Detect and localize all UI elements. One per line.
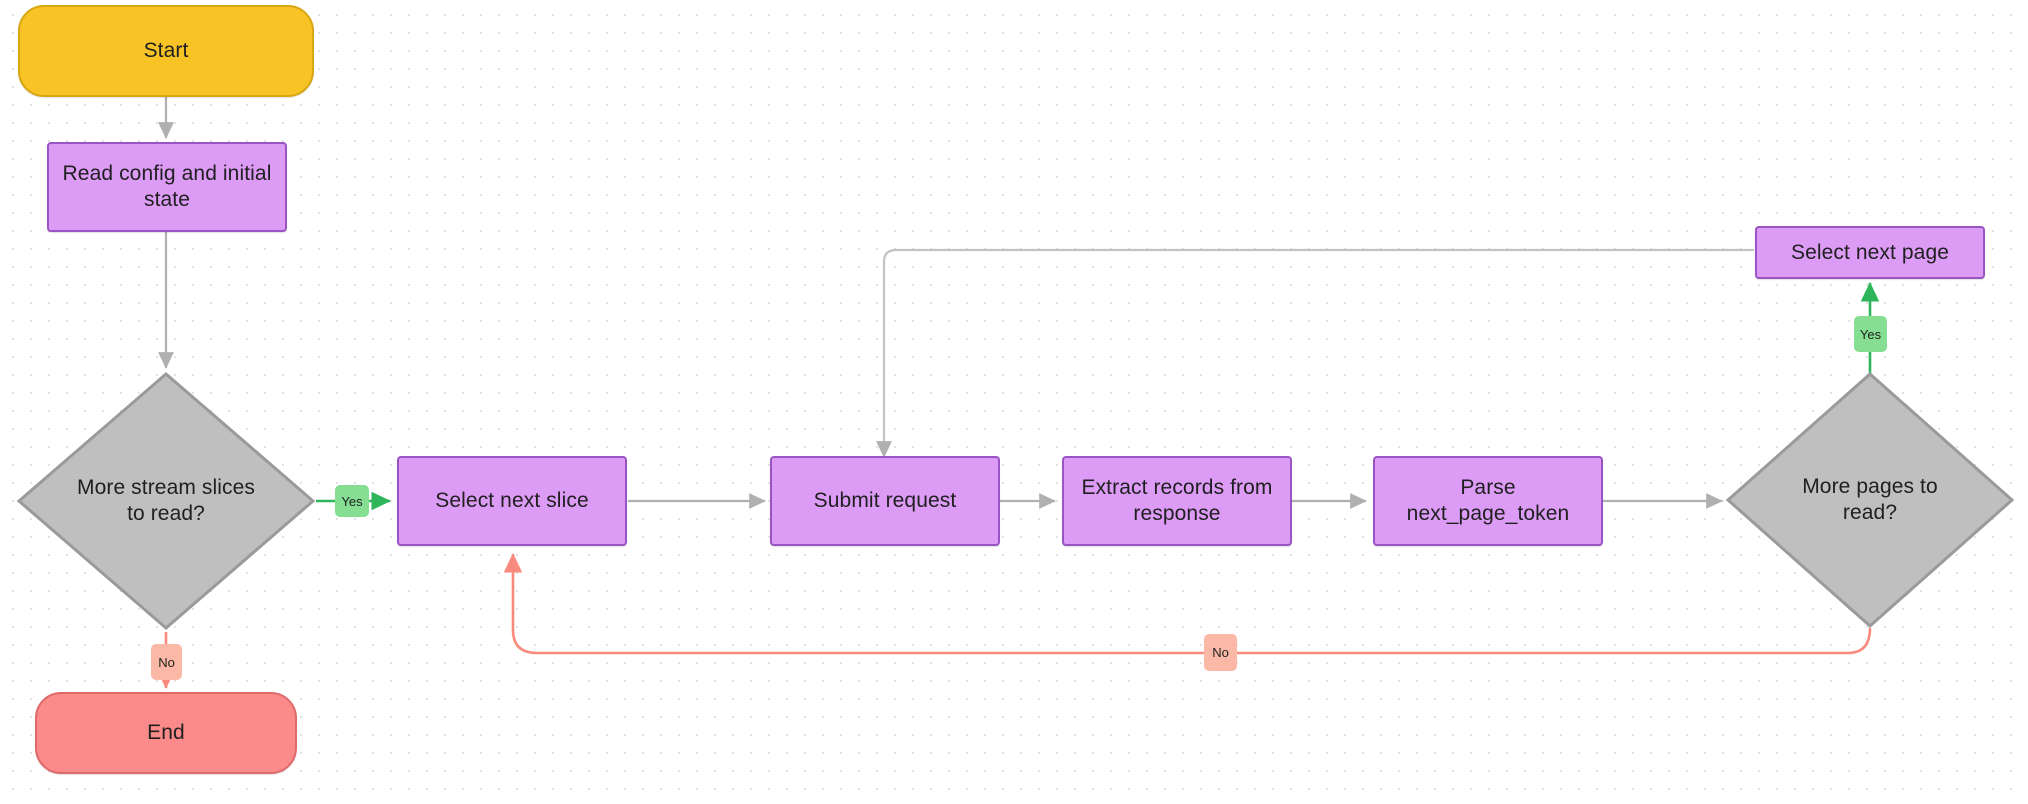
node-select-next-slice-label: Select next slice	[435, 489, 589, 513]
edge-more-pages-no-to-select-slice	[503, 552, 1872, 655]
diamond-shape	[16, 372, 316, 630]
node-parse-next-page-token[interactable]: Parse next_page_token	[1373, 456, 1603, 546]
edge-select-page-to-submit	[876, 248, 1754, 458]
node-select-next-slice[interactable]: Select next slice	[397, 456, 627, 546]
edge-label-pages-no-text: No	[1212, 645, 1229, 660]
edge-label-pages-no: No	[1204, 634, 1237, 671]
node-end[interactable]: End	[35, 692, 297, 774]
edge-label-pages-yes-text: Yes	[1859, 326, 1882, 342]
node-submit-request-label: Submit request	[813, 489, 957, 513]
node-more-stream-slices[interactable]: More stream slices to read?	[16, 371, 316, 631]
node-start-label: Start	[143, 39, 189, 63]
node-select-next-page[interactable]: Select next page	[1755, 226, 1985, 279]
edge-label-slices-no: No	[151, 644, 182, 680]
node-read-config-label: Read config and initial state	[62, 162, 272, 211]
node-more-pages[interactable]: More pages to read?	[1725, 371, 2015, 629]
node-more-pages-label: More pages to read?	[1802, 475, 1938, 524]
node-read-config[interactable]: Read config and initial state	[47, 142, 287, 232]
edge-label-slices-yes: Yes	[335, 485, 369, 517]
node-parse-next-page-token-label: Parse next_page_token	[1406, 476, 1570, 525]
node-extract-records-label: Extract records from response	[1081, 476, 1273, 525]
edge-label-slices-no-text: No	[158, 654, 175, 670]
node-start[interactable]: Start	[18, 5, 314, 97]
node-select-next-page-label: Select next page	[1790, 240, 1950, 264]
edge-label-pages-yes: Yes	[1854, 316, 1887, 352]
node-submit-request[interactable]: Submit request	[770, 456, 1000, 546]
edge-label-slices-yes-text: Yes	[341, 493, 363, 509]
node-end-label: End	[147, 721, 185, 745]
node-more-stream-slices-label: More stream slices to read?	[76, 476, 255, 525]
node-extract-records[interactable]: Extract records from response	[1062, 456, 1292, 546]
